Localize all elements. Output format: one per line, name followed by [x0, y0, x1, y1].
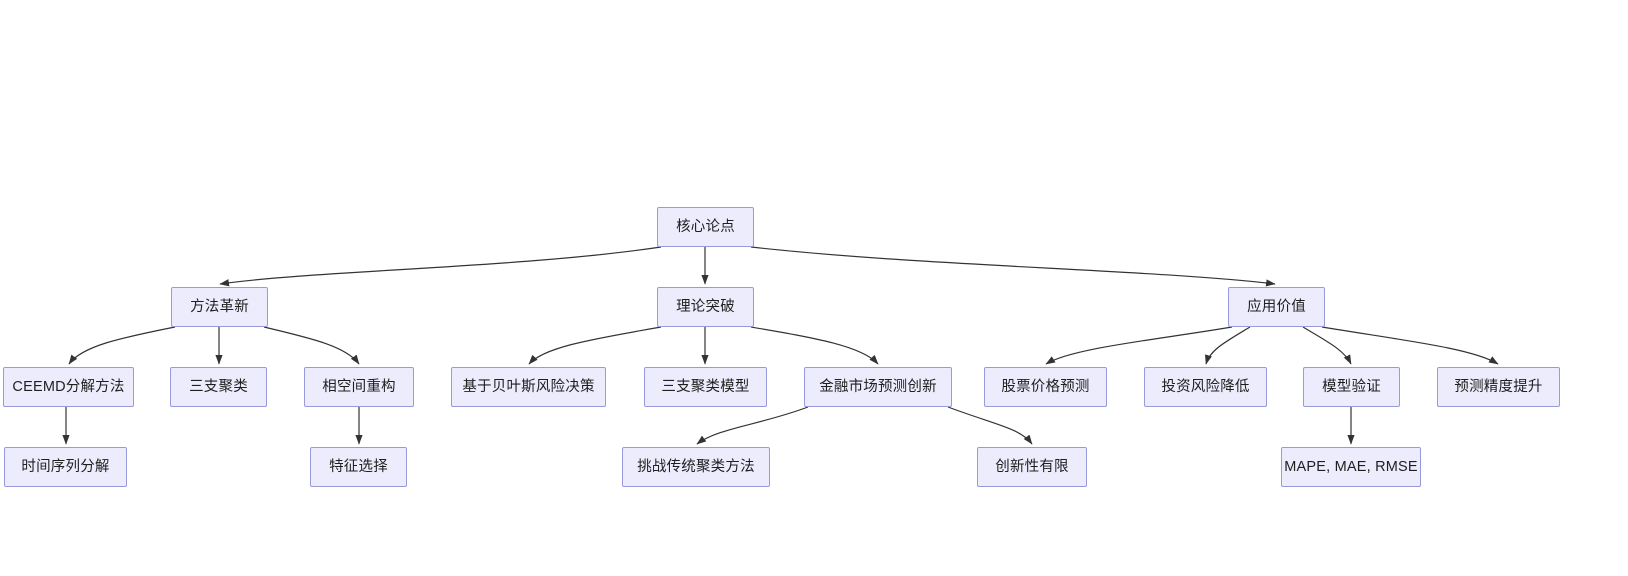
node-accuracy[interactable]: 预测精度提升 [1437, 367, 1560, 407]
node-metrics[interactable]: MAPE, MAE, RMSE [1281, 447, 1421, 487]
node-ceemd[interactable]: CEEMD分解方法 [3, 367, 134, 407]
edge-application-to-risk [1205, 326, 1251, 365]
node-label-challenge: 挑战传统聚类方法 [637, 458, 755, 475]
node-finance[interactable]: 金融市场预测创新 [804, 367, 952, 407]
node-twmodel[interactable]: 三支聚类模型 [644, 367, 767, 407]
edge-theory-to-bayes [528, 326, 662, 365]
node-label-core: 核心论点 [676, 218, 735, 235]
node-theory[interactable]: 理论突破 [657, 287, 754, 327]
node-label-feature: 特征选择 [329, 458, 388, 475]
node-label-accuracy: 预测精度提升 [1454, 378, 1543, 395]
node-label-phase: 相空间重构 [322, 378, 396, 395]
node-stock[interactable]: 股票价格预测 [984, 367, 1107, 407]
node-label-validate: 模型验证 [1322, 378, 1381, 395]
node-method[interactable]: 方法革新 [171, 287, 268, 327]
node-application[interactable]: 应用价值 [1228, 287, 1325, 327]
edge-application-to-stock [1045, 326, 1233, 365]
node-label-metrics: MAPE, MAE, RMSE [1284, 458, 1418, 475]
node-risk[interactable]: 投资风险降低 [1144, 367, 1267, 407]
node-label-theory: 理论突破 [676, 298, 735, 315]
node-core[interactable]: 核心论点 [657, 207, 754, 247]
edge-method-to-phase [263, 326, 360, 365]
node-tsd[interactable]: 时间序列分解 [4, 447, 127, 487]
edge-application-to-accuracy [1321, 326, 1499, 365]
node-validate[interactable]: 模型验证 [1303, 367, 1400, 407]
node-label-ceemd: CEEMD分解方法 [12, 378, 125, 395]
node-label-bayes: 基于贝叶斯风险决策 [462, 378, 595, 395]
node-label-threeway: 三支聚类 [189, 378, 248, 395]
node-label-tsd: 时间序列分解 [21, 458, 110, 475]
node-challenge[interactable]: 挑战传统聚类方法 [622, 447, 770, 487]
node-label-application: 应用价值 [1247, 298, 1306, 315]
edge-application-to-validate [1302, 326, 1352, 365]
node-limited[interactable]: 创新性有限 [977, 447, 1087, 487]
node-label-method: 方法革新 [190, 298, 249, 315]
edge-theory-to-finance [750, 326, 879, 365]
node-bayes[interactable]: 基于贝叶斯风险决策 [451, 367, 606, 407]
node-label-twmodel: 三支聚类模型 [661, 378, 750, 395]
node-phase[interactable]: 相空间重构 [304, 367, 414, 407]
edge-core-to-method [219, 246, 662, 287]
node-label-stock: 股票价格预测 [1001, 378, 1090, 395]
edge-finance-to-challenge [696, 406, 809, 445]
node-label-risk: 投资风险降低 [1161, 378, 1250, 395]
edge-core-to-application [750, 246, 1276, 287]
node-threeway[interactable]: 三支聚类 [170, 367, 267, 407]
node-feature[interactable]: 特征选择 [310, 447, 407, 487]
edge-method-to-ceemd [68, 326, 176, 365]
node-label-limited: 创新性有限 [995, 458, 1069, 475]
node-label-finance: 金融市场预测创新 [819, 378, 937, 395]
edge-finance-to-limited [947, 406, 1033, 445]
